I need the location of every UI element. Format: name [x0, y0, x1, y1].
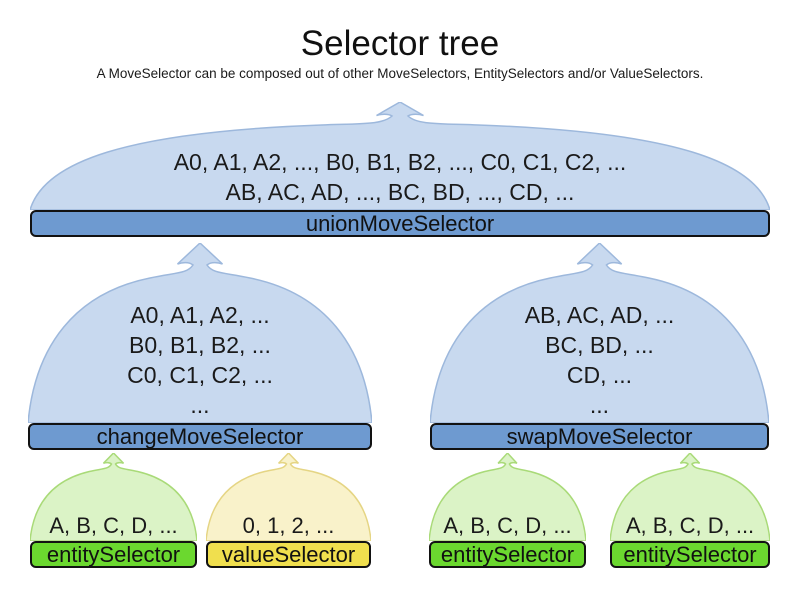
entity2-items-line: A, B, C, D, ... — [443, 513, 572, 538]
union-cloud-arrow-shape — [30, 102, 770, 210]
change-items-line-1: A0, A1, A2, ... — [130, 302, 270, 328]
entity1-items-line: A, B, C, D, ... — [49, 513, 178, 538]
swap-items-line-4: ... — [589, 392, 610, 418]
value-selector-bar: valueSelector — [206, 541, 371, 568]
node-value-selector: 0, 1, 2, ... valueSelector — [206, 453, 371, 568]
swap-items-line-3: CD, ... — [566, 362, 633, 388]
change-items-line-3: C0, C1, C2, ... — [127, 362, 273, 388]
node-entity-selector-1: A, B, C, D, ... entitySelector — [30, 453, 197, 568]
union-items-line-1: A0, A1, A2, ..., B0, B1, B2, ..., C0, C1… — [173, 149, 627, 175]
swap-cloud-arrow-shape — [430, 243, 769, 423]
change-items-line-2: B0, B1, B2, ... — [129, 332, 271, 358]
change-move-selector-bar: changeMoveSelector — [28, 423, 372, 450]
swap-items-line-1: AB, AC, AD, ... — [524, 302, 675, 328]
swap-move-selector-bar: swapMoveSelector — [430, 423, 769, 450]
entity1-cloud-arrow-shape — [30, 453, 197, 541]
value-cloud-arrow-shape — [206, 453, 371, 541]
entity-selector-bar-1: entitySelector — [30, 541, 197, 568]
swap-move-selector-label: swapMoveSelector — [506, 423, 693, 449]
node-entity-selector-3: A, B, C, D, ... entitySelector — [610, 453, 770, 568]
diagram-subtitle: A MoveSelector can be composed out of ot… — [96, 66, 704, 81]
entity-selector-bar-2: entitySelector — [429, 541, 586, 568]
node-entity-selector-2: A, B, C, D, ... entitySelector — [429, 453, 586, 568]
change-move-selector-label: changeMoveSelector — [96, 423, 304, 449]
page-title: Selector tree — [300, 24, 500, 63]
entity2-cloud-arrow-shape — [429, 453, 586, 541]
union-move-selector-bar: unionMoveSelector — [30, 210, 770, 237]
node-union-move-selector: A0, A1, A2, ..., B0, B1, B2, ..., C0, C1… — [30, 102, 770, 237]
entity-selector-label-3: entitySelector — [623, 541, 757, 567]
entity-selector-label-1: entitySelector — [46, 541, 181, 567]
change-cloud-arrow-shape — [28, 243, 372, 423]
swap-items-line-2: BC, BD, ... — [545, 332, 654, 358]
node-change-move-selector: A0, A1, A2, ... B0, B1, B2, ... C0, C1, … — [28, 243, 372, 450]
entity3-items-line: A, B, C, D, ... — [625, 513, 755, 538]
entity-selector-label-2: entitySelector — [440, 541, 575, 567]
union-move-selector-label: unionMoveSelector — [305, 210, 495, 236]
value-selector-label: valueSelector — [221, 541, 356, 567]
value-items-line: 0, 1, 2, ... — [242, 513, 335, 538]
entity3-cloud-arrow-shape — [610, 453, 770, 541]
change-items-line-4: ... — [190, 392, 210, 418]
union-items-line-2: AB, AC, AD, ..., BC, BD, ..., CD, ... — [225, 179, 575, 205]
entity-selector-bar-3: entitySelector — [610, 541, 770, 568]
node-swap-move-selector: AB, AC, AD, ... BC, BD, ... CD, ... ... … — [430, 243, 769, 450]
